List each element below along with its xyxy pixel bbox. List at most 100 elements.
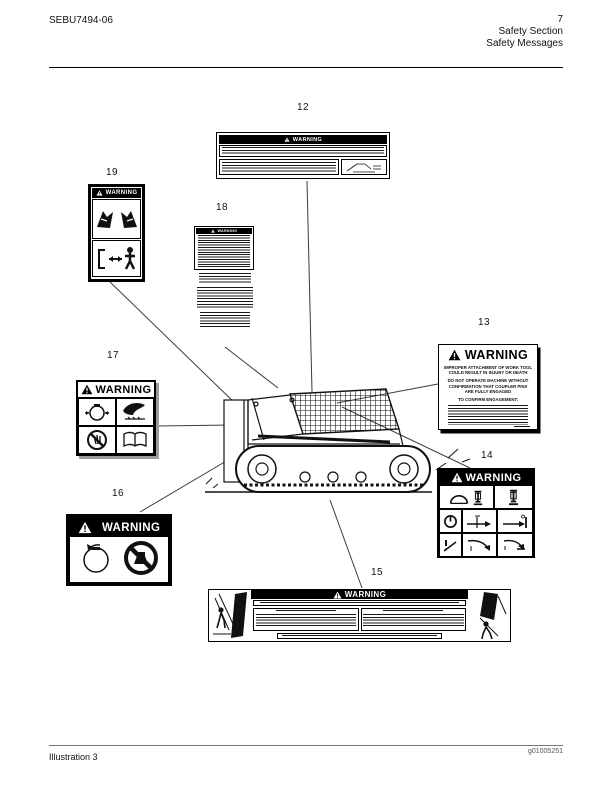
callout-13: 13 — [478, 317, 491, 328]
rops-screen — [289, 388, 400, 435]
warning-header-text: WARNING — [105, 190, 138, 196]
warning-label-17: WARNING — [76, 380, 156, 456]
jack-stand-icon — [473, 490, 482, 505]
lower-arc-icon — [468, 539, 491, 551]
warning-header-text: WARNING — [464, 347, 529, 362]
lower-boom-stop-cell — [497, 533, 533, 557]
warning-header: WARNING — [78, 382, 154, 398]
radiator-cap-icon — [85, 404, 109, 421]
no-touch-cell — [78, 426, 116, 454]
warning-header: WARNING — [442, 347, 534, 362]
warning-header-text: WARNING — [292, 136, 323, 143]
callout-18: 18 — [216, 202, 229, 213]
label12-text-box — [219, 145, 387, 157]
radiator-cap-turn-icon — [83, 543, 109, 573]
warning-header-text: WARNING — [465, 471, 522, 484]
warning-header: WARNING — [251, 590, 468, 599]
track-loader-drawing — [223, 388, 431, 493]
shutdown-cell — [439, 509, 462, 533]
graphic-id: g01005251 — [527, 748, 563, 755]
warning-triangle-icon — [78, 521, 91, 534]
callout-15: 15 — [371, 567, 384, 578]
page-header-right: 7 Safety Section Safety Messages — [486, 14, 563, 50]
lower-arc-limit-icon — [504, 539, 526, 550]
label13-line: DO NOT OPERATE MACHINE WITHOUT — [447, 378, 529, 384]
jack-stand-icon — [508, 489, 518, 506]
label15-subtitle — [253, 600, 466, 606]
pressure-cap-cell — [78, 398, 116, 426]
crush-scene-left-icon — [213, 592, 247, 638]
label15-right-art — [468, 590, 510, 641]
jack-cell — [493, 485, 533, 509]
warning-triangle-icon — [96, 190, 103, 196]
label12-left-text — [219, 159, 339, 175]
warning-header-text: WARNING — [217, 229, 238, 233]
warning-header: WARNING — [70, 518, 168, 537]
warning-triangle-icon — [81, 384, 92, 395]
warning-triangle-icon — [448, 349, 461, 360]
header-rule — [49, 67, 563, 68]
warning-label-16: WARNING — [66, 514, 172, 586]
label13-line: IMPROPER ATTACHMENT OF WORK TOOL — [443, 365, 533, 370]
warning-triangle-icon — [210, 229, 215, 233]
label18-body-text — [198, 235, 250, 268]
callout-16: 16 — [112, 488, 125, 499]
crush-point-left-icon — [96, 211, 113, 228]
warning-triangle-icon — [333, 590, 342, 599]
crush-point-right-icon — [120, 211, 137, 228]
boom-support-cell — [439, 485, 494, 509]
warning-header-text: WARNING — [101, 521, 161, 534]
manual-cell — [116, 426, 154, 454]
tip-hazard-cell — [439, 533, 462, 557]
keep-clear-panel — [92, 240, 141, 277]
warning-triangle-icon — [451, 472, 462, 483]
warning-label-12: WARNING — [216, 132, 390, 179]
warning-header: WARNING — [439, 470, 533, 485]
no-open-hot-icon — [124, 540, 158, 575]
label13-line: COULD RESULT IN INJURY OR DEATH — [448, 370, 528, 376]
lower-boom-cell — [461, 533, 498, 557]
label16-pictograms — [70, 537, 168, 578]
warning-label-14: WARNING — [437, 468, 535, 558]
callout-19: 19 — [106, 167, 119, 178]
illustration-caption: Illustration 3 — [49, 752, 98, 762]
section-title: Safety Section — [498, 26, 563, 37]
doc-number: SEBU7494-06 — [49, 15, 113, 26]
boom-arch-icon — [449, 494, 468, 504]
hot-fluid-spray-icon — [123, 403, 145, 420]
label15-bottom-bar — [277, 632, 442, 639]
power-off-icon — [443, 514, 457, 528]
crush-hazard-panel — [92, 199, 141, 239]
tilt-alert-icon — [443, 540, 457, 552]
warning-label-19: WARNING — [88, 184, 145, 282]
label12-diagram — [341, 159, 387, 175]
warning-label-18: WARNING — [194, 226, 254, 270]
warning-header: WARNING — [92, 188, 141, 198]
hot-spray-cell — [116, 398, 154, 426]
label15-left-art — [209, 590, 251, 641]
operators-manual-icon — [123, 431, 147, 448]
warning-header-text: WARNING — [95, 383, 152, 396]
callout-14: 14 — [481, 450, 494, 461]
warning-header: WARNING — [196, 228, 252, 234]
warning-label-15: WARNING — [208, 589, 511, 642]
label13-list-text — [448, 405, 528, 426]
mini-diagram-icon — [346, 163, 381, 173]
label13-part-number — [514, 426, 530, 430]
warning-triangle-icon — [284, 137, 290, 142]
no-touch-icon — [87, 430, 107, 450]
warning-label-13: WARNING IMPROPER ATTACHMENT OF WORK TOOL… — [438, 344, 538, 430]
label15-left-column — [253, 607, 359, 631]
track — [235, 445, 431, 493]
crush-scene-right-icon — [479, 592, 507, 640]
warning-header: WARNING — [219, 135, 387, 144]
clearance-limit-icon — [503, 514, 528, 528]
keep-clear-icon — [97, 246, 135, 270]
label13-line: CONFIRMATION THAT COUPLER PINS — [448, 383, 528, 389]
subsection-title: Safety Messages — [486, 38, 563, 49]
page-number: 7 — [557, 14, 563, 25]
callout-12: 12 — [297, 102, 310, 113]
clearance-cell — [461, 509, 498, 533]
